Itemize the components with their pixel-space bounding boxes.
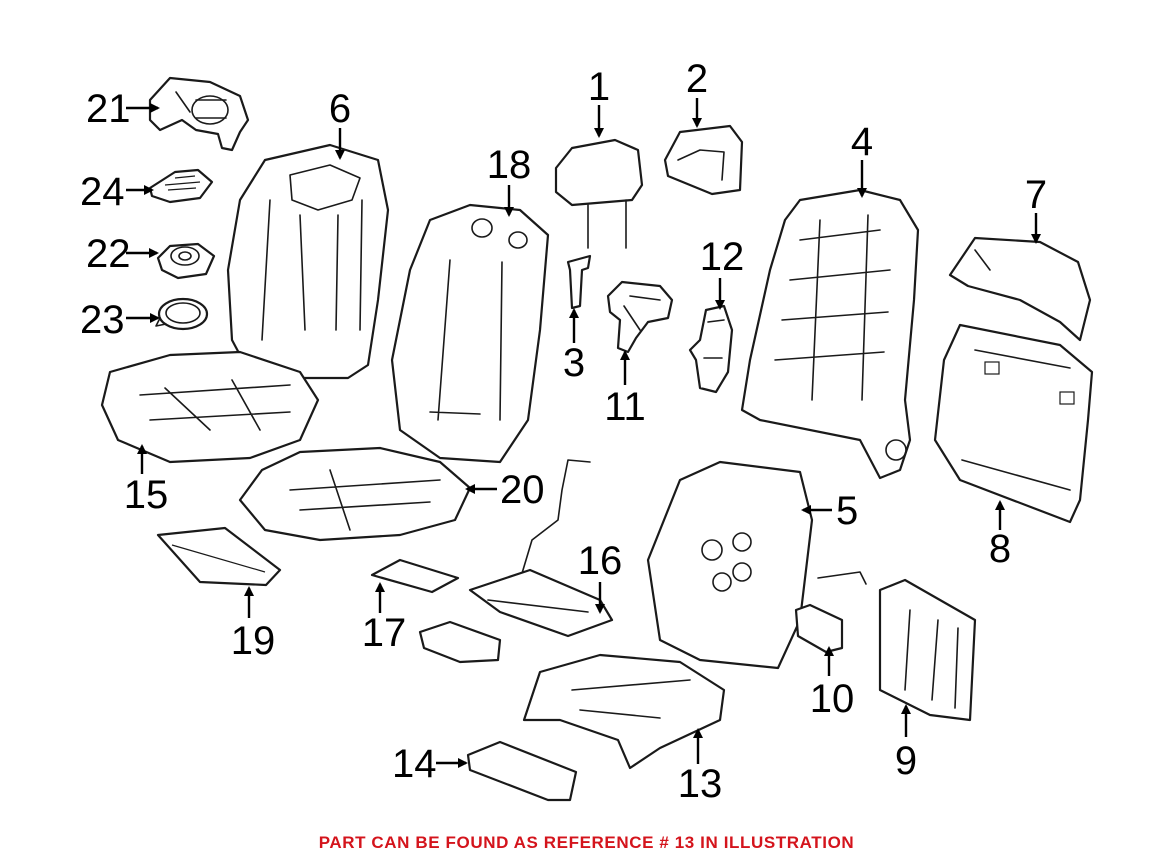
part-9-panel [878, 578, 977, 722]
callout-2: 2 [686, 57, 708, 101]
callout-18: 18 [487, 143, 532, 187]
callout-21: 21 [86, 87, 131, 131]
callout-13: 13 [678, 762, 723, 806]
part-18-backrest-foam [390, 203, 550, 464]
callout-16: 16 [578, 539, 623, 583]
part-24-mesh-pad [148, 168, 214, 204]
callout-9: 9 [895, 739, 917, 783]
part-13-cushion-shell [522, 653, 726, 770]
part-8-back-panel [933, 323, 1094, 524]
callout-5: 5 [836, 489, 858, 533]
part-12-lumbar-motor [688, 304, 734, 394]
part-2-headrest-cover [663, 124, 744, 196]
part-23-ring [155, 297, 209, 331]
callout-3: 3 [563, 341, 585, 385]
part-20-cushion-foam [238, 446, 472, 542]
callout-8: 8 [989, 527, 1011, 571]
callout-15: 15 [124, 473, 169, 517]
callout-numbers: 1 2 3 4 5 6 7 8 9 10 11 12 13 14 15 16 1… [80, 57, 1047, 806]
callout-24: 24 [80, 170, 125, 214]
callout-1: 1 [588, 65, 610, 109]
part-21-recliner-motor [148, 76, 250, 152]
part-11-bracket [606, 280, 674, 354]
part-16-seat-heater [418, 459, 614, 664]
reference-note: PART CAN BE FOUND AS REFERENCE # 13 IN I… [318, 833, 855, 852]
callout-4: 4 [851, 120, 873, 164]
part-19-pad [156, 526, 282, 587]
callout-10: 10 [810, 677, 855, 721]
callout-23: 23 [80, 298, 125, 342]
part-15-cushion-cover [100, 350, 320, 464]
callout-6: 6 [329, 87, 351, 131]
callout-11: 11 [604, 385, 646, 429]
callout-20: 20 [500, 468, 545, 512]
part-5-backrest-shell [646, 460, 814, 670]
callout-22: 22 [86, 232, 131, 276]
part-10-motor [794, 571, 867, 654]
callout-17: 17 [362, 611, 407, 655]
part-6-backrest-cover [226, 143, 390, 380]
callout-12: 12 [700, 235, 745, 279]
part-14-pad [466, 740, 578, 802]
part-17-pad [370, 558, 460, 594]
part-22-speaker-grommet [156, 242, 216, 280]
callout-19: 19 [231, 619, 276, 663]
leader-lines [126, 98, 1041, 768]
callout-14: 14 [392, 742, 437, 786]
part-7-backrest-trim [948, 236, 1092, 342]
part-3-headrest-guide [566, 254, 592, 310]
callout-7: 7 [1025, 173, 1047, 217]
part-1-headrest [554, 138, 644, 249]
part-4-backrest-frame [740, 188, 920, 480]
